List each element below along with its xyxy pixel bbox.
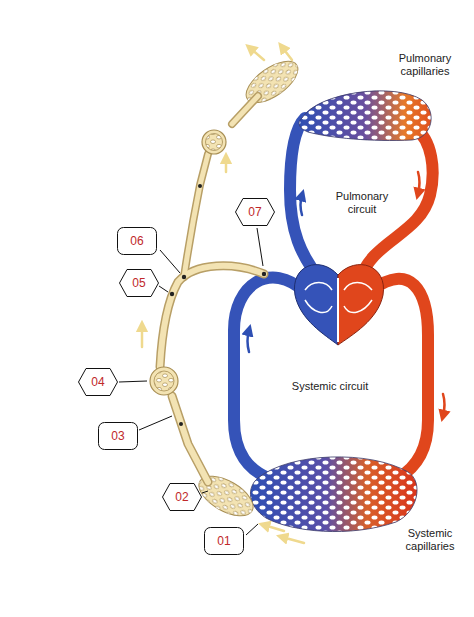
lymph-vessels [184,154,208,277]
part-label: Systemic capillaries [388,527,472,553]
blood-vessels [234,118,433,478]
leader-lines [257,228,263,266]
systemic-capillary-bed [250,457,417,532]
heart [338,265,384,345]
lymph-vessels [172,396,208,482]
callout-number: 01 [217,534,230,548]
flow-arrows [282,47,292,60]
callout-number: 05 [119,269,159,297]
lymph-nodes [150,130,226,395]
heart [337,278,339,342]
leader-lines [246,524,258,535]
heart [294,265,338,345]
callout-outline [99,423,138,450]
heart [294,265,383,345]
callout-outline [79,369,118,396]
lymph-valves [170,292,174,296]
callout-number: 06 [117,227,157,255]
leader-lines [119,228,263,535]
lymph-vessels [160,96,264,482]
callout-number: 03 [98,422,138,450]
callout-outline [205,528,244,555]
flow-arrows [443,394,445,416]
lymph-vessels [160,266,264,367]
leader-lines [159,286,168,292]
heart [305,283,332,313]
lymph-valves [262,272,266,276]
blood-vessels [290,118,322,282]
lymph-valves [179,422,183,426]
flow-arrows [248,330,250,352]
flow-arrows [418,172,420,194]
lymph-vessels [232,96,258,124]
callout-number: 04 [91,375,104,389]
callout-number: 01 [204,527,244,555]
callout-outline [236,199,275,226]
lymph-nodes [150,367,178,395]
flow-arrows [141,326,144,347]
part-label: Pulmonary circuit [320,190,404,216]
callout-number: 02 [162,483,202,511]
systemic-capillary-bed [250,457,417,532]
pulmonary-capillary-bed [299,91,431,141]
flow-arrows [264,525,284,531]
flow-arrows [301,195,303,215]
callout-outline [118,228,157,255]
lymph-vessels [232,96,258,124]
lymph-valves [198,184,202,188]
lymph-vessels [160,266,264,367]
lymph-capillary-beds [193,53,305,524]
lymph-nodes [206,134,223,151]
flow-arrows [250,48,264,60]
callout-number: 07 [248,205,261,219]
pulmonary-capillary-bed [299,91,431,141]
blood-vessels [372,279,428,478]
lymph-nodes [202,130,226,154]
callout-number: 03 [111,429,124,443]
part-label: Systemic circuit [288,380,372,393]
heart [344,283,372,313]
lymph-nodes [154,371,174,391]
callout-outline [163,484,202,511]
lymph-vessels [184,154,208,277]
callout-outline [120,270,159,297]
callout-number: 04 [78,368,118,396]
lymph-valves [182,275,186,279]
leader-lines [202,491,208,493]
callout-number: 06 [130,234,143,248]
flow-arrows [142,47,445,543]
leader-lines [119,381,147,382]
systemic-capillary-bed [250,457,417,532]
blood-vessels [234,278,305,478]
leader-lines [160,250,180,273]
callout-number: 07 [235,198,275,226]
pulmonary-capillary-bed [299,91,431,141]
leader-lines [139,416,172,430]
flow-arrows [225,158,228,172]
flow-arrows [282,537,304,543]
callout-number: 05 [132,276,145,290]
callout-number: 02 [175,490,188,504]
lymph-vessels [172,396,208,482]
part-label: Pulmonary capillaries [383,52,467,78]
